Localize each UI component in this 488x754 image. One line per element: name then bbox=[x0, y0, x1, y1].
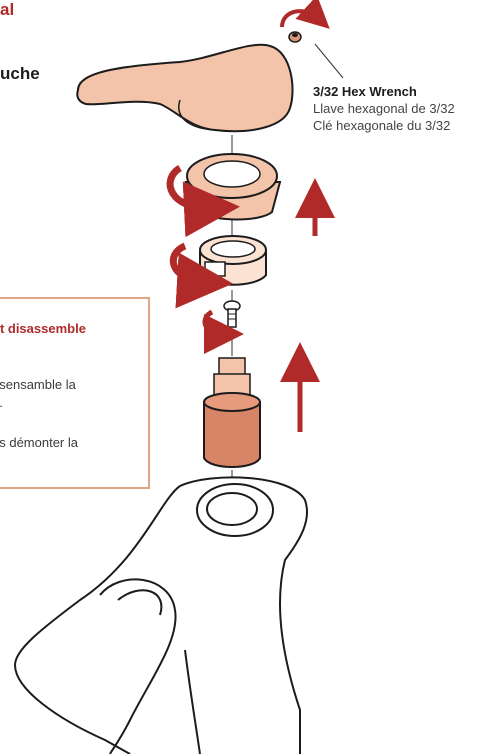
wrench-label-en: 3/32 Hex Wrench bbox=[313, 84, 417, 99]
wrench-label-fr: Clé hexagonale du 3/32 bbox=[313, 118, 451, 133]
faucet-body bbox=[13, 476, 309, 754]
handle-lever bbox=[76, 43, 294, 133]
rotate-arrow-icon bbox=[169, 242, 233, 309]
note-es-line2: o. bbox=[0, 395, 3, 410]
retaining-ring bbox=[199, 235, 267, 286]
title-line-1: al bbox=[0, 0, 15, 19]
note-es-line1: esensamble la bbox=[0, 377, 76, 392]
wrench-label-es: Llave hexagonal de 3/32 bbox=[313, 101, 455, 116]
rotate-arrow-icon bbox=[202, 309, 244, 354]
set-screw bbox=[288, 31, 302, 43]
note-fr-line1: as démonter la bbox=[0, 435, 78, 450]
note-title: ot disassemble bbox=[0, 321, 86, 336]
rotate-arrow-icon bbox=[166, 165, 240, 238]
caution-note: ot disassemble esensamble la o. as démon… bbox=[0, 297, 150, 489]
title-line-2: uche bbox=[0, 64, 40, 83]
wrench-label: 3/32 Hex Wrench Llave hexagonal de 3/32 … bbox=[313, 83, 455, 134]
stem-screw bbox=[223, 300, 241, 328]
rotate-arrow-icon bbox=[280, 0, 330, 29]
cartridge bbox=[203, 357, 261, 468]
